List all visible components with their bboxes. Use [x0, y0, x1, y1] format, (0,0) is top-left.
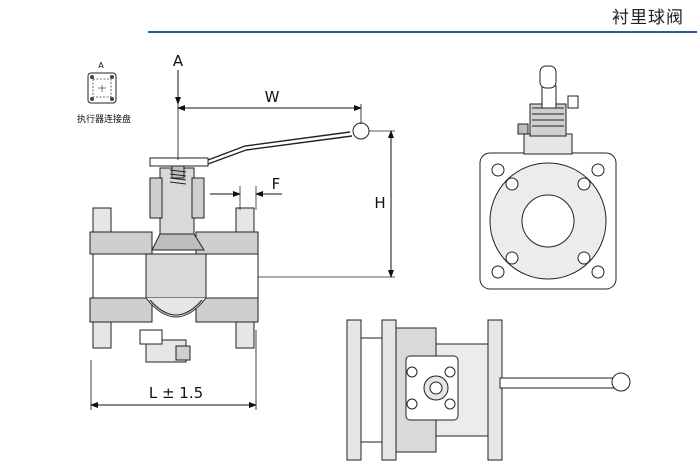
dimension-a-label: A [173, 52, 184, 70]
valve-end-view [479, 65, 617, 290]
valve-top-view [346, 319, 631, 461]
dimension-w: W [177, 88, 362, 124]
valve-section-view [89, 122, 370, 363]
page-title: 衬里球阀 [612, 8, 684, 28]
dimension-h-label: H [374, 194, 385, 212]
title-rule [148, 31, 697, 33]
dimension-a: A [173, 52, 184, 160]
dimension-h: H [374, 130, 394, 278]
dimension-f-label: F [272, 175, 281, 193]
dimension-f: F [210, 175, 282, 210]
dimension-l-label: L ± 1.5 [149, 384, 203, 402]
flange-detail-label: A [98, 61, 104, 70]
flange-detail: A 执行器连接盘 [77, 61, 131, 125]
dimension-w-label: W [265, 88, 280, 106]
dimension-l: L ± 1.5 [90, 330, 257, 410]
flange-detail-caption: 执行器连接盘 [77, 113, 131, 125]
